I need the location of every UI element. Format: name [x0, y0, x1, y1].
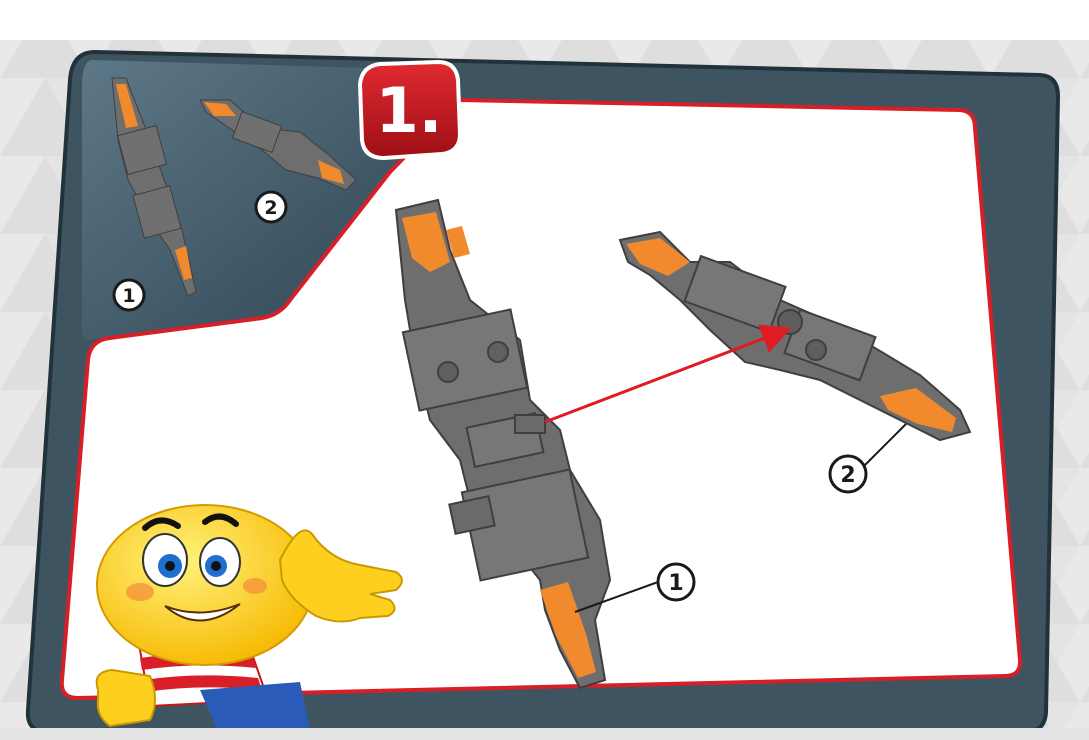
svg-text:1: 1 — [122, 285, 135, 307]
svg-text:2: 2 — [264, 197, 277, 219]
main-callout-1: 1 — [658, 564, 694, 600]
overview-label-1: 1 — [114, 280, 144, 310]
bottom-strip — [0, 728, 1089, 740]
main-callout-2: 2 — [830, 456, 866, 492]
step-number: 1. — [376, 74, 443, 147]
overview-label-2: 2 — [256, 192, 286, 222]
svg-text:1: 1 — [668, 571, 683, 596]
step-badge: 1. — [360, 62, 460, 158]
svg-text:2: 2 — [840, 463, 855, 488]
top-margin — [0, 0, 1089, 40]
